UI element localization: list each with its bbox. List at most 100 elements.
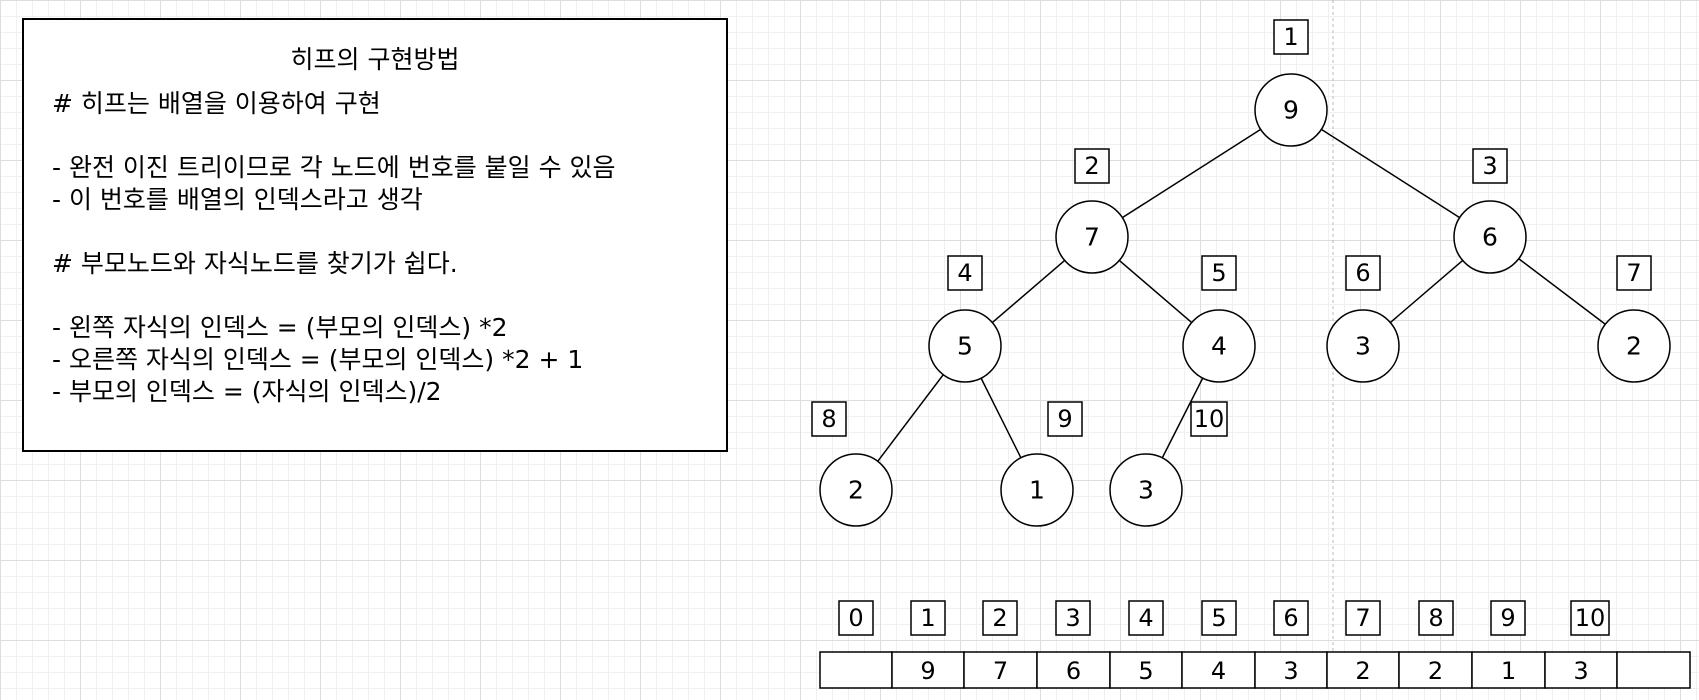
heap-explanation-box: 히프의 구현방법 # 히프는 배열을 이용하여 구현 - 완전 이진 트리이므로 각…: [22, 18, 728, 452]
tree-edge: [877, 374, 944, 462]
tree-node-circle: [1000, 453, 1074, 527]
array-index-box: [1490, 600, 1526, 636]
tree-index-box: [947, 255, 983, 291]
tree-index-label: 8: [821, 405, 836, 433]
array-index-label: 3: [1065, 604, 1080, 632]
array-cell-value: 3: [1573, 657, 1588, 685]
tree-node-circle: [1055, 200, 1129, 274]
tree-edge: [980, 377, 1022, 459]
array-index-label: 10: [1575, 604, 1606, 632]
tree-node-circle: [928, 309, 1002, 383]
tree-node-circle: [819, 453, 893, 527]
array-cell-value: 2: [1428, 657, 1443, 685]
tree-edge: [1161, 377, 1204, 459]
array-cell-value: 2: [1355, 657, 1370, 685]
tree-node-value: 6: [1482, 223, 1498, 252]
array-index-box: [1201, 600, 1237, 636]
tree-node-value: 2: [1626, 332, 1642, 361]
array-cell: [1109, 651, 1183, 689]
array-index-box: [1418, 600, 1454, 636]
tree-index-box: [1345, 255, 1381, 291]
explanation-line: - 부모의 인덱스 = (자식의 인덱스)/2: [52, 377, 442, 406]
explanation-line: - 완전 이진 트리이므로 각 노드에 번호를 붙일 수 있음: [52, 153, 616, 182]
tree-index-box: [811, 401, 847, 437]
array-cell: [1471, 651, 1546, 689]
tree-node-value: 2: [848, 476, 864, 505]
tree-node-value: 9: [1283, 96, 1299, 125]
array-cell: [1181, 651, 1256, 689]
tree-index-label: 9: [1057, 405, 1072, 433]
tree-index-box: [1190, 401, 1228, 437]
array-cell: [963, 651, 1038, 689]
tree-node-value: 3: [1138, 476, 1154, 505]
tree-index-box: [1616, 255, 1652, 291]
explanation-line: # 부모노드와 자식노드를 찾기가 쉽다.: [52, 249, 458, 278]
tree-index-label: 7: [1626, 259, 1641, 287]
heap-title: 히프의 구현방법: [290, 45, 460, 74]
tree-edge: [1389, 259, 1464, 324]
explanation-line: - 이 번호를 배열의 인덱스라고 생각: [52, 185, 423, 214]
tree-node-value: 1: [1029, 476, 1045, 505]
tree-node-circle: [1453, 200, 1527, 274]
tree-index-label: 3: [1482, 152, 1497, 180]
array-index-box: [982, 600, 1018, 636]
tree-edge: [1121, 128, 1262, 219]
array-index-label: 5: [1211, 604, 1226, 632]
array-cell-value: 9: [920, 657, 935, 685]
tree-index-label: 10: [1194, 405, 1225, 433]
tree-index-label: 1: [1283, 23, 1298, 51]
tree-node-value: 5: [957, 332, 973, 361]
tree-edge: [1320, 128, 1461, 219]
tree-node-circle: [1254, 73, 1328, 147]
array-cell-value: 5: [1138, 657, 1153, 685]
array-index-box: [910, 600, 946, 636]
tree-index-label: 5: [1211, 259, 1226, 287]
tree-node-value: 4: [1211, 332, 1227, 361]
tree-index-box: [1074, 148, 1110, 184]
tree-edge: [1118, 259, 1193, 324]
array-index-label: 1: [920, 604, 935, 632]
array-cell-value: 7: [993, 657, 1008, 685]
array-index-label: 9: [1500, 604, 1515, 632]
array-index-box: [1128, 600, 1164, 636]
array-cell: [819, 651, 893, 689]
array-index-label: 7: [1355, 604, 1370, 632]
tree-index-box: [1047, 401, 1083, 437]
array-cell: [1544, 651, 1618, 689]
tree-node-value: 7: [1084, 223, 1100, 252]
explanation-line: - 오른쪽 자식의 인덱스 = (부모의 인덱스) *2 + 1: [52, 345, 584, 374]
tree-index-label: 6: [1355, 259, 1370, 287]
array-cell-value: 4: [1211, 657, 1226, 685]
array-cell: [1326, 651, 1400, 689]
array-index-label: 4: [1138, 604, 1153, 632]
array-cell-value: 3: [1283, 657, 1298, 685]
array-index-label: 6: [1283, 604, 1298, 632]
tree-index-label: 4: [957, 259, 972, 287]
tree-node-circle: [1182, 309, 1256, 383]
explanation-line: # 히프는 배열을 이용하여 구현: [52, 89, 381, 118]
tree-index-label: 2: [1084, 152, 1099, 180]
tree-node-value: 3: [1355, 332, 1371, 361]
array-cell: [1398, 651, 1473, 689]
array-index-box: [838, 600, 874, 636]
array-index-label: 0: [848, 604, 863, 632]
array-cell: [1254, 651, 1328, 689]
tree-node-circle: [1597, 309, 1671, 383]
tree-edge: [1518, 258, 1606, 325]
tree-node-circle: [1109, 453, 1183, 527]
array-index-box: [1055, 600, 1091, 636]
array-index-box: [1345, 600, 1381, 636]
tree-index-box: [1201, 255, 1237, 291]
tree-index-box: [1472, 148, 1508, 184]
tree-edge: [991, 259, 1066, 324]
array-index-label: 8: [1428, 604, 1443, 632]
array-cell: [1616, 651, 1691, 689]
tree-index-box: [1273, 19, 1309, 55]
array-index-box: [1273, 600, 1309, 636]
tree-node-circle: [1326, 309, 1400, 383]
explanation-line: - 왼쪽 자식의 인덱스 = (부모의 인덱스) *2: [52, 313, 508, 342]
array-cell-value: 1: [1501, 657, 1516, 685]
array-index-box: [1570, 600, 1610, 636]
array-cell-value: 6: [1066, 657, 1081, 685]
